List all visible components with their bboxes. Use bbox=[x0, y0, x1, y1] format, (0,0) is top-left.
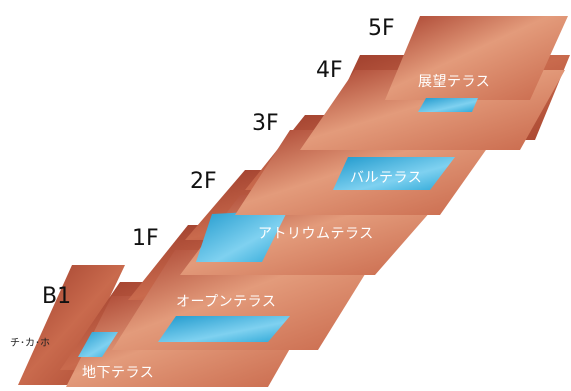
floor-label-b1: B1 bbox=[42, 284, 71, 309]
terrace-label-atrium: アトリウムテラス bbox=[258, 226, 374, 242]
floor-label-2f: 2F bbox=[190, 169, 217, 194]
side-label-chikaho: チ･カ･ホ bbox=[10, 337, 50, 349]
floor-label-3f: 3F bbox=[252, 111, 279, 136]
terrace-label-observation: 展望テラス bbox=[418, 74, 490, 90]
1f-terrace-area bbox=[158, 316, 290, 342]
floor-label-1f: 1F bbox=[132, 226, 159, 251]
terrace-label-open: オープンテラス bbox=[176, 294, 276, 310]
2f-terrace-area bbox=[196, 210, 288, 262]
b1-terrace-area bbox=[78, 332, 118, 357]
3f-terrace-area bbox=[333, 157, 455, 190]
b1-left-slab bbox=[18, 265, 125, 385]
5f-slab bbox=[385, 16, 568, 100]
terrace-label-balcony: バルテラス bbox=[350, 170, 422, 186]
floor-label-5f: 5F bbox=[368, 16, 395, 41]
floor-label-4f: 4F bbox=[316, 58, 343, 83]
5f-terrace-area bbox=[418, 98, 478, 112]
b1-left-slab-group bbox=[18, 265, 125, 385]
terrace-label-underground: 地下テラス bbox=[82, 365, 154, 381]
5f-floor bbox=[385, 16, 568, 112]
